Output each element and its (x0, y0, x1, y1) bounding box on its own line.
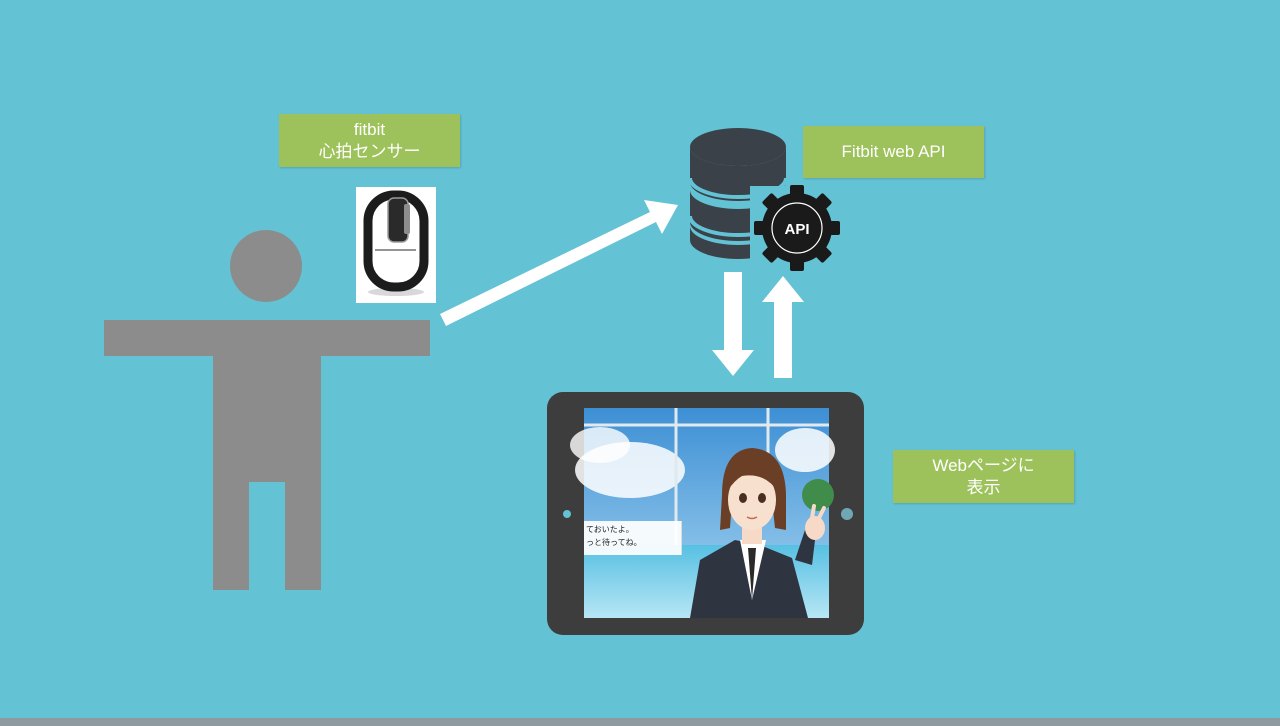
person-right-leg (285, 482, 321, 590)
fitbit-band-image (356, 187, 436, 303)
dialogue-box: ておいたよ。 っと待ってね。 (584, 521, 682, 555)
tablet-screen (570, 408, 835, 618)
arrow-to-api (440, 200, 678, 326)
api-label-text: Fitbit web API (841, 142, 946, 161)
arrow-down-to-web (712, 272, 754, 376)
person-left-leg (213, 482, 249, 590)
fitbit-label-line1: fitbit (353, 119, 386, 139)
arrow-up-to-api (762, 276, 804, 378)
api-gear-icon: API (750, 185, 842, 272)
person-head (230, 230, 302, 302)
person-figure (104, 230, 430, 590)
character-illustration (690, 448, 826, 618)
fitbit-label-line2: 心拍センサー (318, 141, 421, 161)
dialogue-line-1: ておいたよ。 (586, 525, 634, 534)
web-label-line1: Webページに (932, 455, 1035, 475)
person-torso (213, 356, 321, 482)
dialogue-line-2: っと待ってね。 (586, 538, 642, 547)
api-gear-label: API (784, 221, 809, 238)
tablet-home-button (841, 508, 853, 520)
api-label: Fitbit web API (803, 126, 984, 178)
web-label-line2: 表示 (966, 477, 1001, 497)
person-arms (104, 320, 430, 356)
web-display-label: Webページに 表示 (893, 450, 1074, 503)
tablet-device (547, 392, 864, 635)
fitbit-sensor-label: fitbit 心拍センサー (279, 114, 460, 167)
bottom-strip (0, 718, 1280, 726)
tablet-camera (563, 510, 571, 518)
